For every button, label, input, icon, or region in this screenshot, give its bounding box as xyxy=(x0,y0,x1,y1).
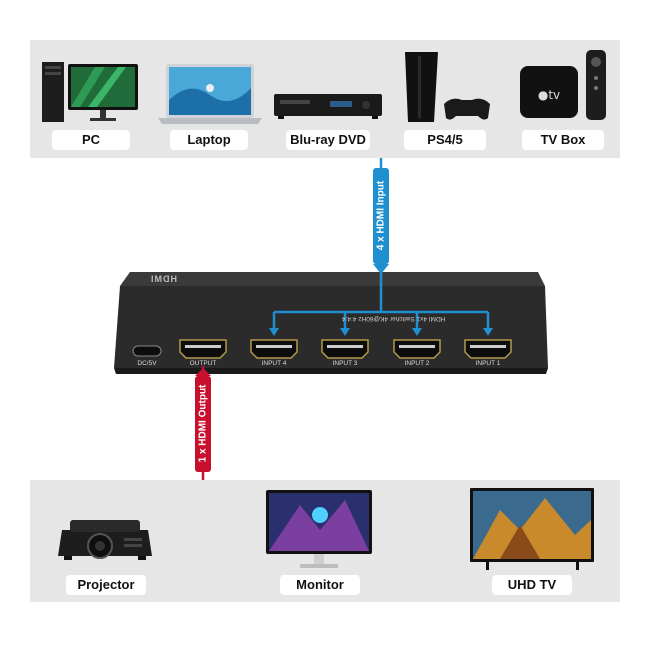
display-label-uhd-tv: UHD TV xyxy=(492,575,572,595)
display-label-monitor: Monitor xyxy=(280,575,360,595)
port-label-input-3: INPUT 3 xyxy=(332,360,358,367)
port-label-input-4: INPUT 4 xyxy=(261,360,287,367)
source-label-laptop: Laptop xyxy=(170,130,248,150)
port-label-output: OUTPUT xyxy=(189,360,217,367)
display-label-projector: Projector xyxy=(66,575,146,595)
power-port-label: DC/5V xyxy=(137,360,157,367)
source-label-bluray: Blu-ray DVD xyxy=(286,130,370,150)
svg-text:●tv: ●tv xyxy=(538,88,560,102)
source-label-tvbox: TV Box xyxy=(522,130,604,150)
port-label-input-1: INPUT 1 xyxy=(475,360,501,367)
port-label-input-2: INPUT 2 xyxy=(404,360,430,367)
source-label-pc: PC xyxy=(52,130,130,150)
source-label-ps: PS4/5 xyxy=(404,130,486,150)
